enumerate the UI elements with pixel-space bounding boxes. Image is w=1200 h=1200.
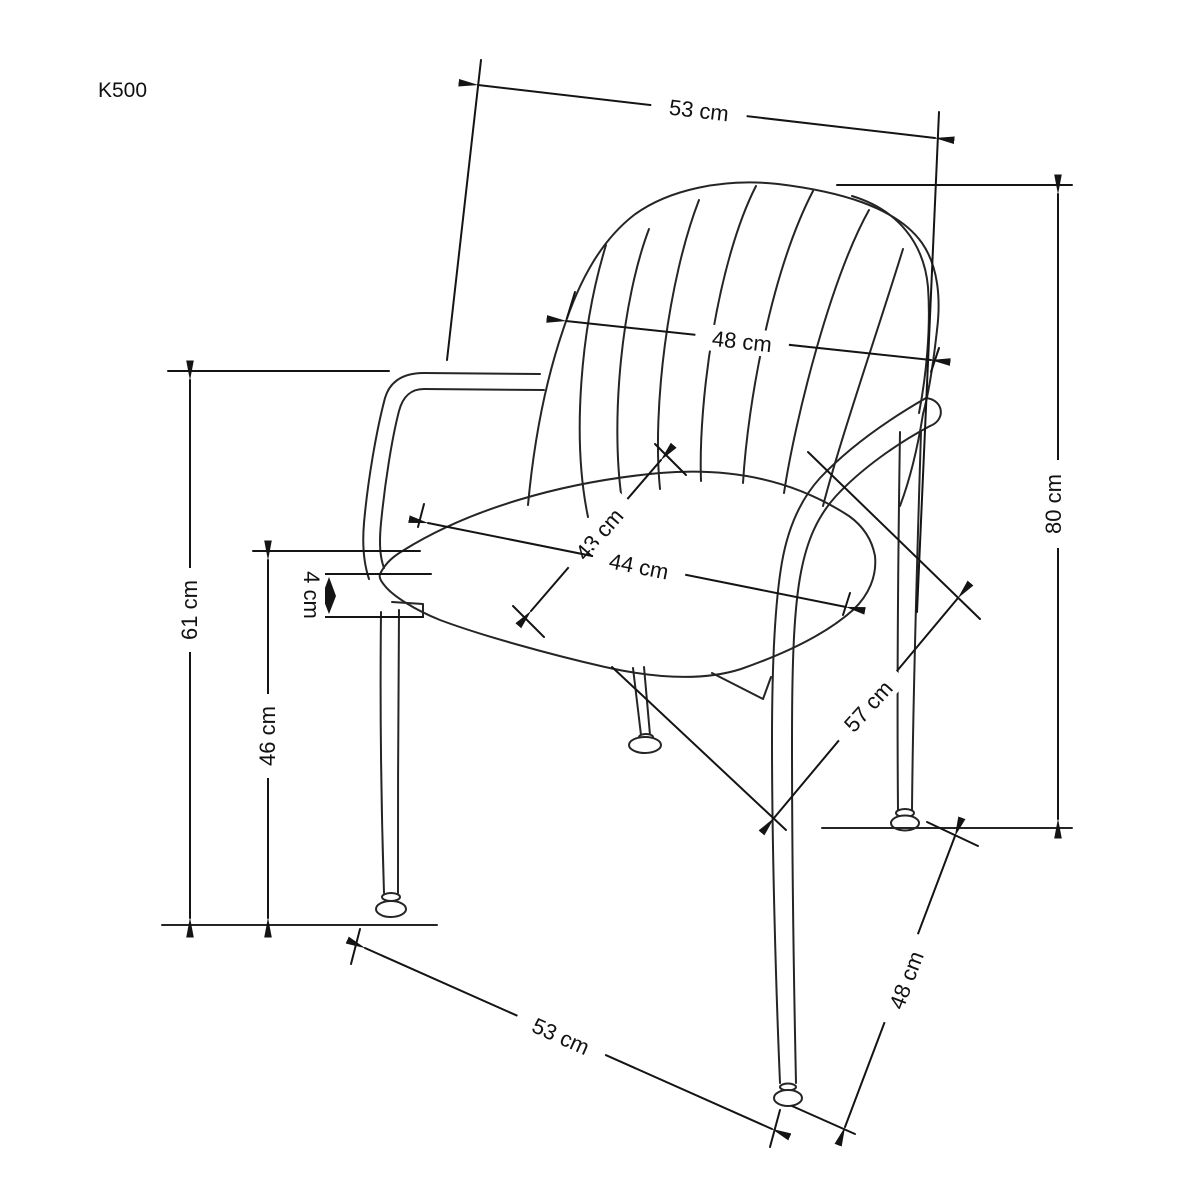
extension-line xyxy=(916,111,940,613)
dim-depth-span-label: 57 cm xyxy=(839,676,898,737)
armrest-left-inner xyxy=(379,388,545,569)
backrest-roll-edge xyxy=(851,195,930,414)
label-backing xyxy=(1040,460,1066,548)
dim-armrest-height-label: 61 cm xyxy=(177,580,202,640)
dim-backrest-width: 48 cm xyxy=(546,291,951,373)
leg-front-left xyxy=(379,611,385,894)
label-backing xyxy=(511,1004,611,1068)
dim-seat-height-label: 46 cm xyxy=(255,706,280,766)
backrest-seam xyxy=(656,199,700,490)
foot-front-left xyxy=(375,900,407,918)
tick xyxy=(417,503,425,528)
dim-seat-thickness-label: 4 cm xyxy=(299,571,324,619)
double-arrow-diamond xyxy=(322,577,336,614)
chair-drawing xyxy=(161,181,1073,1107)
dim-base-width: 53 cm xyxy=(345,928,792,1148)
foot-back-left xyxy=(628,736,662,754)
dim-base-depth-label: 48 cm xyxy=(884,948,929,1013)
dim-overall-height-label: 80 cm xyxy=(1041,474,1066,534)
dim-seat-width: 44 cm xyxy=(408,503,866,616)
tick xyxy=(654,443,687,476)
dim-base-depth: 48 cm xyxy=(791,816,979,1147)
label-backing xyxy=(877,931,935,1029)
extension-line xyxy=(611,666,787,831)
dim-depth-span: 57 cm xyxy=(611,451,981,836)
dim-seat-top-width: 53 cm xyxy=(446,59,955,613)
dimension-annotations: 53 cm 48 cm 80 cm xyxy=(167,59,1073,1148)
extension-line xyxy=(446,59,482,361)
backrest-seam xyxy=(578,244,607,518)
label-backing xyxy=(693,323,791,359)
dim-backrest-width-label: 48 cm xyxy=(711,326,773,357)
leg-back-right xyxy=(896,431,901,811)
leg-back-right xyxy=(911,431,922,811)
dim-seat-thickness: 4 cm xyxy=(299,561,432,629)
label-backing xyxy=(299,561,325,629)
dim-armrest-height: 61 cm xyxy=(167,360,390,938)
armrest-left-outer xyxy=(362,372,541,580)
extension-line xyxy=(807,451,981,620)
dim-seat-height: 46 cm xyxy=(252,540,421,938)
label-backing xyxy=(176,568,202,652)
tick xyxy=(512,605,545,638)
tick xyxy=(842,592,851,616)
foot-front-right xyxy=(773,1089,803,1107)
label-backing xyxy=(254,694,280,778)
label-backing xyxy=(649,91,749,129)
foot-collar-front-left xyxy=(381,892,401,902)
backrest-seam xyxy=(616,228,650,502)
dim-seat-top-width-label: 53 cm xyxy=(668,95,730,127)
tick xyxy=(566,291,576,319)
armrest-right-end-cap xyxy=(925,397,942,427)
leg-front-left xyxy=(397,609,400,894)
backrest-seam xyxy=(822,248,904,507)
dim-seat-width-label: 44 cm xyxy=(607,548,671,584)
leg-back-left xyxy=(632,667,642,736)
tick xyxy=(350,928,361,965)
label-backing xyxy=(590,544,688,588)
dim-base-width-label: 53 cm xyxy=(528,1013,593,1060)
label-backing xyxy=(828,663,908,749)
under-seat-bracket xyxy=(711,672,772,700)
extension-line xyxy=(791,1105,856,1135)
model-label: K500 xyxy=(98,79,147,102)
dim-overall-height: 80 cm xyxy=(836,174,1073,839)
